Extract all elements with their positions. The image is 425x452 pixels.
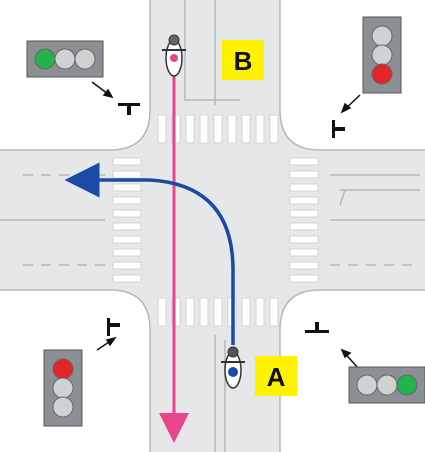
signal-posts [107,103,345,336]
traffic-light-top-left [26,40,104,78]
lamp-green [34,48,56,70]
vehicle-b-label-box: B [222,40,264,80]
lamp-off [54,48,76,70]
lamp-off [52,377,74,399]
vehicle-b-label: B [234,46,253,76]
lamp-off [52,396,74,418]
lamp-off [371,25,393,47]
crosswalk-north [157,114,279,144]
lamp-red [371,63,393,85]
pointer-lines [91,81,361,369]
path-vehicle-a [64,162,235,345]
lamp-off [356,374,378,396]
traffic-light-bottom-left [43,349,83,427]
lamp-off [74,48,96,70]
lamp-off [376,374,398,396]
lamp-red [52,358,74,380]
motorcycle-b-icon [162,34,186,77]
vehicle-a-label-box: A [255,356,297,396]
vehicle-a-label: A [267,362,286,392]
crosswalk-east [289,157,319,283]
crosswalk-west [112,157,142,283]
traffic-light-bottom-right [348,366,425,404]
lamp-green [396,374,418,396]
crosswalk-south [157,297,279,327]
traffic-light-top-right [362,16,402,94]
lamp-off [371,44,393,66]
motorcycle-a-icon [221,346,245,389]
